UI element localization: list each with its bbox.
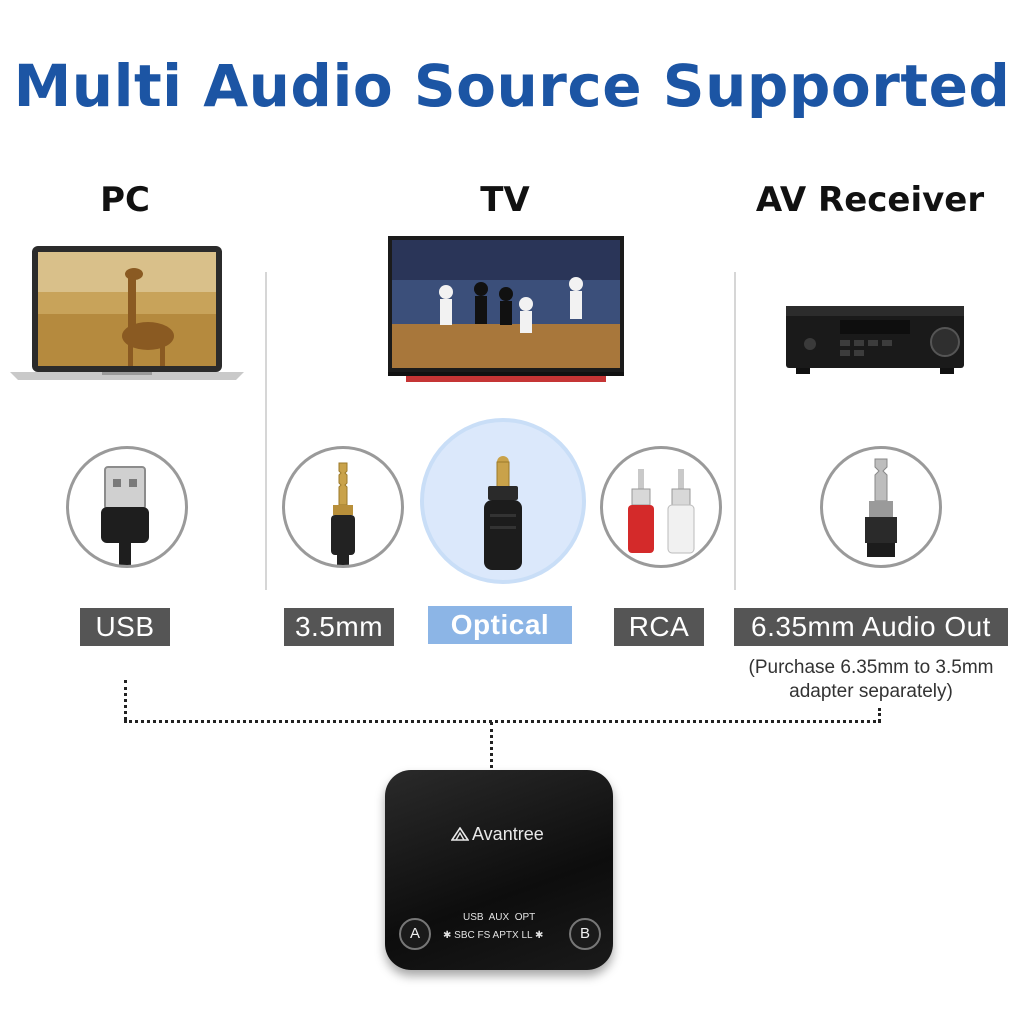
input-indicator-labels: USB AUX OPT	[463, 912, 553, 923]
connection-line-center	[490, 722, 493, 774]
usb-plug-icon	[66, 446, 188, 568]
laptop-icon	[10, 244, 244, 382]
input-label-opt: OPT	[514, 912, 536, 923]
aux-3-5mm-plug-icon	[282, 446, 404, 568]
button-b-label: B	[579, 925, 590, 942]
avantree-logo: Avantree	[450, 824, 561, 850]
codec-label-ll: LL	[521, 930, 533, 941]
avantree-leaf-icon	[450, 826, 470, 841]
adapter-note-line2: adapter separately)	[789, 681, 953, 702]
button-a[interactable]: A	[399, 918, 431, 950]
codec-label-sbc: SBC	[454, 930, 475, 941]
av-receiver-icon	[780, 304, 970, 376]
source-title-pc: PC	[100, 180, 150, 220]
connector-label-6-35mm-audio-out: 6.35mm Audio Out	[734, 608, 1008, 646]
bluetooth-icon-right: ✱	[534, 930, 544, 941]
bluetooth-icon-left: ✱	[443, 930, 452, 941]
codec-label-fs: FS	[477, 930, 491, 941]
avantree-transmitter: Avantree USB AUX OPT ✱ SBC FS APTX LL ✱ …	[385, 770, 613, 970]
adapter-note-line1: (Purchase 6.35mm to 3.5mm	[748, 657, 994, 678]
rca-plugs-icon	[600, 446, 722, 568]
connection-line-right	[878, 708, 881, 722]
connector-label-3-5mm: 3.5mm	[284, 608, 394, 646]
connection-line-left	[124, 680, 127, 720]
connection-line-horizontal	[124, 720, 881, 723]
button-a-label: A	[409, 925, 420, 942]
6-35mm-plug-icon	[820, 446, 942, 568]
device-brand: Avantree	[472, 824, 544, 844]
column-divider-right	[734, 272, 736, 590]
optical-toslink-plug-icon	[420, 418, 586, 584]
column-divider-left	[265, 272, 267, 590]
connector-label-optical: Optical	[428, 606, 572, 644]
connector-label-rca: RCA	[614, 608, 704, 646]
connector-label-usb: USB	[80, 608, 170, 646]
page-title: Multi Audio Source Supported	[13, 52, 1011, 120]
source-title-tv: TV	[480, 180, 530, 220]
codec-indicator-labels: ✱ SBC FS APTX LL ✱	[443, 930, 563, 941]
button-b[interactable]: B	[569, 918, 601, 950]
input-label-aux: AUX	[488, 912, 510, 923]
codec-label-aptx: APTX	[492, 930, 519, 941]
source-title-av-receiver: AV Receiver	[755, 180, 985, 220]
input-label-usb: USB	[463, 912, 484, 923]
television-icon	[386, 234, 626, 384]
